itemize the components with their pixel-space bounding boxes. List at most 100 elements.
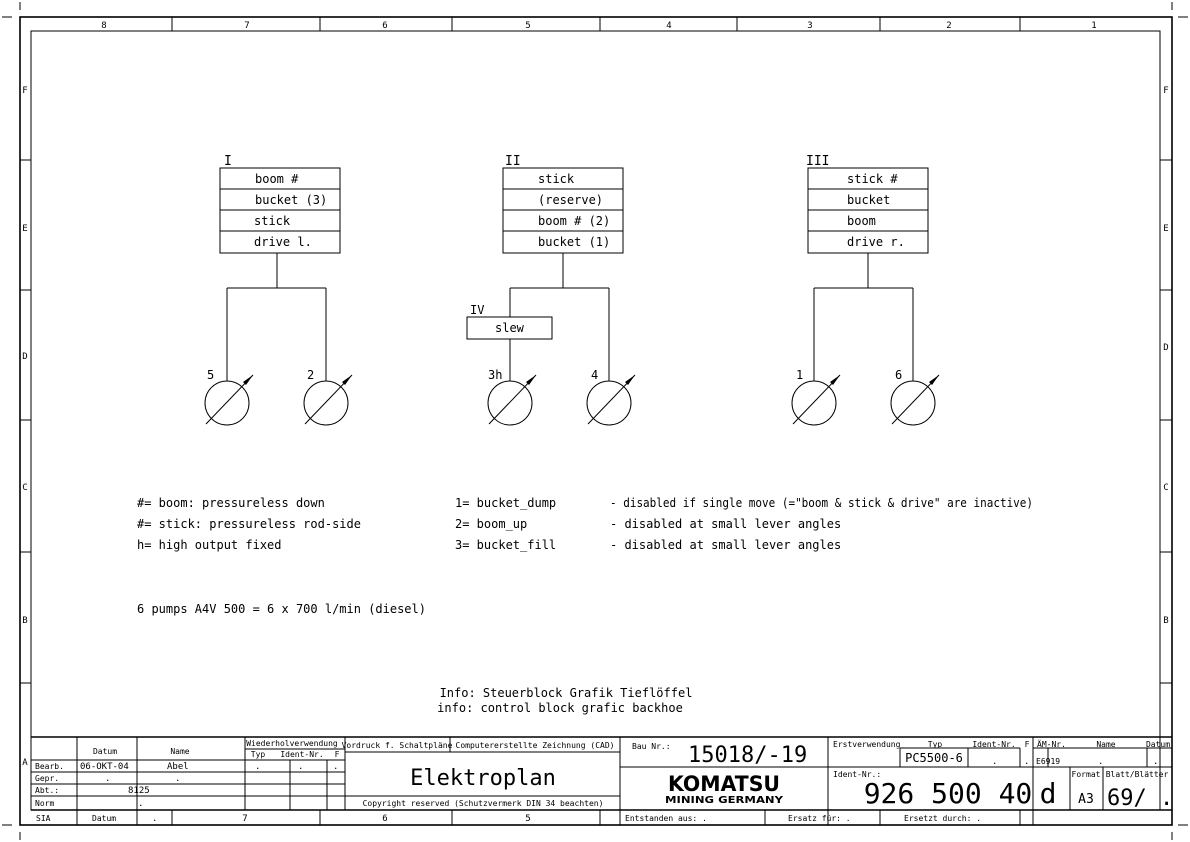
f-label: F	[1025, 740, 1030, 749]
row-label: A	[22, 758, 28, 768]
header-typ: Typ	[251, 750, 266, 759]
note-left: h= high output fixed	[137, 538, 282, 552]
block-item: drive l.	[254, 235, 312, 249]
block-item: bucket (3)	[255, 193, 327, 207]
entstanden-aus: Entstanden aus: .	[625, 814, 707, 823]
ersetzt-durch: Ersetzt durch: .	[904, 814, 981, 823]
pump-label: 3h	[488, 368, 502, 382]
header-datum: Datum	[93, 747, 117, 756]
block-item: stick	[538, 172, 575, 186]
header-f: F	[335, 750, 340, 759]
gepr-name: .	[175, 774, 180, 784]
block-item: slew	[495, 321, 525, 335]
bau-nr-label: Bau Nr.:	[632, 742, 671, 751]
note-right: - disabled at small lever angles	[610, 538, 841, 552]
block-label: III	[806, 154, 829, 169]
note-middle: 3= bucket_fill	[455, 538, 556, 552]
block-item: stick	[254, 214, 291, 228]
vordruck-label: Vordruck f. Schaltpläne	[342, 741, 453, 750]
logo-sub: MINING GERMANY	[665, 795, 784, 806]
ident-number: 926 500 40	[864, 777, 1033, 810]
label-datum-bottom: Datum	[92, 814, 116, 823]
legend-notes: #= boom: pressureless down #= stick: pre…	[137, 496, 1033, 715]
header-name: Name	[170, 747, 189, 756]
note-right: - disabled at small lever angles	[610, 517, 841, 531]
pump-3h: 3h	[487, 368, 537, 426]
row-label: D	[1163, 343, 1168, 353]
bearb-datum: 06-OKT-04	[80, 762, 129, 772]
bottom-column-label: 5	[525, 814, 530, 824]
bearb-name: Abel	[167, 762, 189, 772]
note-left: #= boom: pressureless down	[137, 496, 325, 510]
label-norm: Norm	[35, 799, 54, 808]
column-label: 6	[382, 21, 387, 31]
row-label: C	[22, 483, 27, 493]
cad-label: Computererstellte Zeichnung (CAD)	[456, 741, 615, 750]
variable-pump-icon	[204, 374, 254, 426]
column-ruler-top: 8 7 6 5 4 3 2 1	[101, 17, 1097, 31]
copyright-note: Copyright reserved (Schutzvermerk DIN 34…	[363, 799, 604, 808]
pump-4: 4	[586, 368, 636, 426]
row-label: B	[1163, 616, 1168, 626]
am-nr-value: E6919	[1036, 757, 1060, 766]
gepr-datum: .	[105, 774, 110, 784]
info-german: Info: Steuerblock Grafik Tieflöffel	[440, 686, 693, 700]
row-label: F	[1163, 86, 1168, 96]
pump-5: 5	[204, 368, 254, 426]
note-right: - disabled if single move (="boom & stic…	[610, 496, 1033, 510]
info-english: info: control block grafic backhoe	[437, 701, 683, 715]
column-label: 5	[525, 21, 530, 31]
block-item: bucket	[847, 193, 890, 207]
typ-value: PC5500-6	[905, 751, 963, 765]
bottom-column-label: 7	[242, 814, 247, 824]
am-name-value: .	[1098, 757, 1103, 767]
control-block-1: I boom # bucket (3) stick drive l.	[219, 154, 341, 381]
column-label: 1	[1091, 21, 1096, 31]
datum-label: Datum	[1146, 740, 1170, 749]
pumps-summary: 6 pumps A4V 500 = 6 x 700 l/min (diesel)	[137, 602, 426, 616]
am-nr-label: ÄM-Nr.	[1037, 739, 1066, 749]
am-datum-value: .	[1153, 757, 1158, 767]
ident-nr-value: .	[992, 757, 997, 767]
reuse-value: .	[333, 762, 338, 772]
block-item: boom #	[255, 172, 299, 186]
header-wiederholverwendung: Wiederholverwendung	[246, 739, 338, 748]
block-item: drive r.	[847, 235, 905, 249]
revision-letter: d	[1040, 777, 1057, 810]
variable-pump-icon	[890, 374, 940, 426]
row-ruler: F E D C B A F E D C B	[20, 86, 1172, 768]
column-label: 4	[666, 21, 671, 31]
reuse-value: .	[255, 762, 260, 772]
control-block-3: III stick # bucket boom drive r.	[806, 154, 929, 381]
blatt-value: 69/ .	[1107, 786, 1173, 811]
row-label: F	[22, 86, 27, 96]
typ-label: Typ	[928, 740, 943, 749]
label-abt: Abt.:	[35, 786, 59, 795]
note-middle: 2= boom_up	[455, 517, 527, 531]
block-item: (reserve)	[538, 193, 603, 207]
variable-pump-icon	[487, 374, 537, 426]
header-ident-nr: Ident-Nr.	[280, 750, 323, 759]
block-item: boom # (2)	[538, 214, 610, 228]
name-label: Name	[1096, 740, 1115, 749]
column-label: 2	[946, 21, 951, 31]
bottom-column-label: 6	[382, 814, 387, 824]
format-value: A3	[1078, 792, 1094, 807]
outer-frame	[19, 16, 1173, 826]
variable-pump-icon	[303, 374, 353, 426]
format-label: Format	[1072, 770, 1101, 779]
pump-6: 6	[890, 368, 940, 426]
ident-label: Ident-Nr.:	[833, 770, 881, 779]
note-left: #= stick: pressureless rod-side	[137, 517, 361, 531]
sia-datum-value: .	[152, 814, 157, 824]
block-label: I	[224, 154, 232, 169]
column-label: 3	[807, 21, 812, 31]
pump-label: 5	[207, 368, 214, 382]
bau-nr-value: 15018/-19	[688, 743, 807, 768]
reuse-value: .	[298, 762, 303, 772]
label-bearb: Bearb.	[35, 762, 64, 771]
pump-label: 4	[591, 368, 598, 382]
block-item: boom	[847, 214, 876, 228]
